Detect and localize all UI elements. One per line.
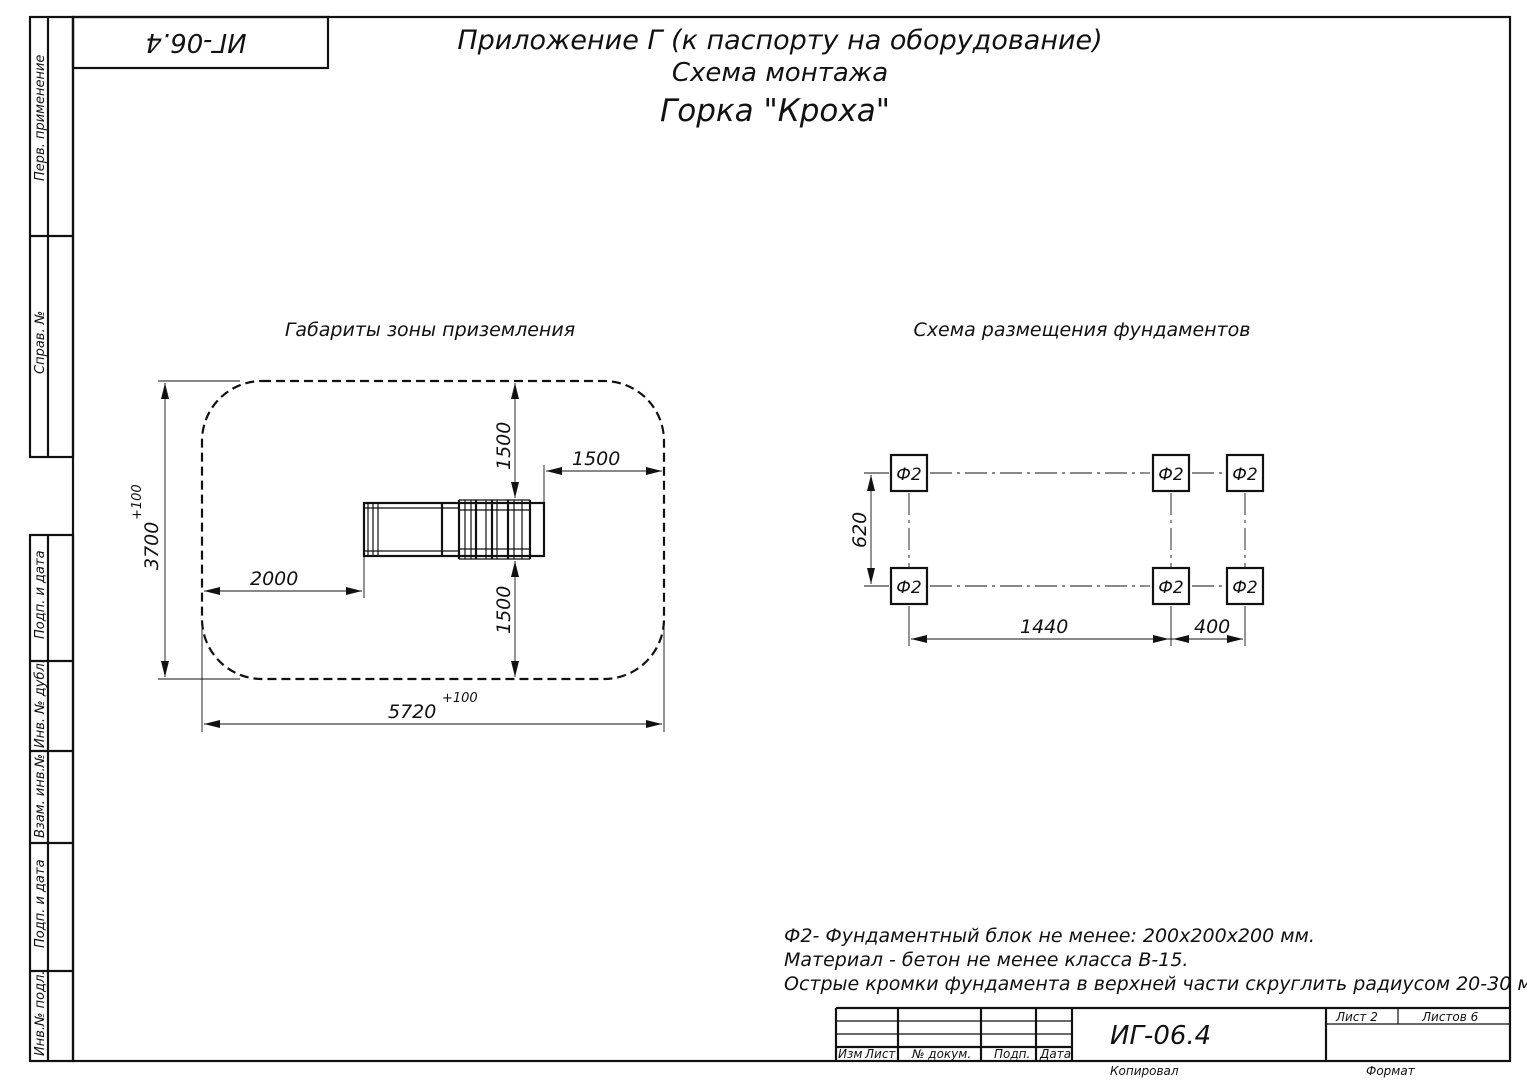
side-label-perv: Перв. применение <box>33 55 48 181</box>
dim-height-value: 3700 <box>141 522 163 570</box>
slide-plan <box>362 499 546 560</box>
dim-vertical-value: 620 <box>849 512 871 548</box>
note-line-1: Ф2- Фундаментный блок не менее: 200х200х… <box>784 925 1315 947</box>
dim-span2-value: 400 <box>1194 616 1230 638</box>
tb-header-data: Дата <box>1039 1047 1071 1061</box>
foundation-block: Ф2 <box>1225 566 1265 606</box>
dim-bottom: 1500 <box>493 561 519 677</box>
dim-top-value: 1500 <box>493 422 515 470</box>
dim-height: 3700 +100 <box>130 380 240 680</box>
svg-text:Ф2: Ф2 <box>1232 578 1257 598</box>
svg-text:Ф2: Ф2 <box>1232 465 1257 485</box>
tb-sheets: Листов 6 <box>1421 1010 1479 1024</box>
svg-text:Ф2: Ф2 <box>896 465 921 485</box>
code-box-inverted: ИГ-06.4 <box>71 15 330 70</box>
dim-top: 1500 <box>493 383 519 498</box>
note-line-2: Материал - бетон не менее класса В-15. <box>784 949 1188 971</box>
tb-header-doc: № докум. <box>911 1047 971 1061</box>
tb-header-podp: Подп. <box>994 1047 1030 1061</box>
side-label-sprav: Справ. № <box>33 311 48 374</box>
svg-text:Ф2: Ф2 <box>1158 578 1183 598</box>
title-block: Изм Лист № докум. Подп. Дата ИГ-06.4 Лис… <box>834 1006 1510 1078</box>
dim-bottom-value: 1500 <box>493 586 515 634</box>
foundation-block: Ф2 <box>889 566 929 606</box>
notes: Ф2- Фундаментный блок не менее: 200х200х… <box>784 925 1527 995</box>
dim-front: 2000 <box>204 556 365 598</box>
foundation-block: Ф2 <box>1151 566 1191 606</box>
foundation-block: Ф2 <box>889 453 929 493</box>
note-line-3: Острые кромки фундамента в верхней части… <box>784 973 1527 995</box>
dim-vertical: 620 <box>849 472 889 587</box>
tb-copied: Копировал <box>1110 1064 1179 1078</box>
dim-width: 5720 +100 <box>201 620 665 732</box>
dim-right-value: 1500 <box>572 448 620 470</box>
dim-right: 1500 <box>543 448 662 503</box>
foundation-block: Ф2 <box>1225 453 1265 493</box>
tb-doc-code: ИГ-06.4 <box>1110 1021 1211 1051</box>
title-line-1: Приложение Г (к паспорту на оборудование… <box>457 25 1102 56</box>
landing-zone-caption: Габариты зоны приземления <box>285 319 575 341</box>
tb-format: Формат <box>1366 1064 1416 1078</box>
side-label-inv-dubl: Инв. № дубл. <box>33 659 48 748</box>
svg-text:Ф2: Ф2 <box>896 578 921 598</box>
foundation-drawing: Схема размещения фундаментов Ф2 Ф2 Ф2 Ф2 <box>849 319 1265 646</box>
foundation-block: Ф2 <box>1151 453 1191 493</box>
landing-zone-outline <box>200 379 666 681</box>
dim-width-tol: +100 <box>442 691 478 706</box>
svg-text:Ф2: Ф2 <box>1158 465 1183 485</box>
dim-height-tol: +100 <box>130 484 145 520</box>
landing-zone-drawing: Габариты зоны приземления <box>130 319 666 732</box>
tb-header-list: Лист <box>864 1047 896 1061</box>
side-label-vzam: Взам. инв.№ <box>33 754 48 838</box>
dim-front-value: 2000 <box>250 568 298 590</box>
frame <box>28 15 1512 1063</box>
inverted-doc-code: ИГ-06.4 <box>145 27 246 57</box>
side-label-podp1: Подп. и дата <box>33 550 48 639</box>
dim-spans: 1440 400 <box>908 606 1246 646</box>
side-label-podp2: Подп. и дата <box>33 859 48 948</box>
dim-span1-value: 1440 <box>1020 616 1068 638</box>
title-block-top: Приложение Г (к паспорту на оборудование… <box>457 25 1102 129</box>
title-line-3: Горка "Кроха" <box>660 93 890 129</box>
title-line-2: Схема монтажа <box>672 58 888 88</box>
side-label-inv-podl: Инв.№ подл. <box>33 970 48 1056</box>
tb-sheet: Лист 2 <box>1335 1010 1378 1024</box>
foundation-caption: Схема размещения фундаментов <box>914 319 1251 341</box>
side-strip-labels: Перв. применение Справ. № Подп. и дата И… <box>33 55 48 1056</box>
dim-width-value: 5720 <box>388 701 436 723</box>
tb-header-izm: Изм <box>838 1047 862 1061</box>
center-lines <box>908 472 1246 587</box>
